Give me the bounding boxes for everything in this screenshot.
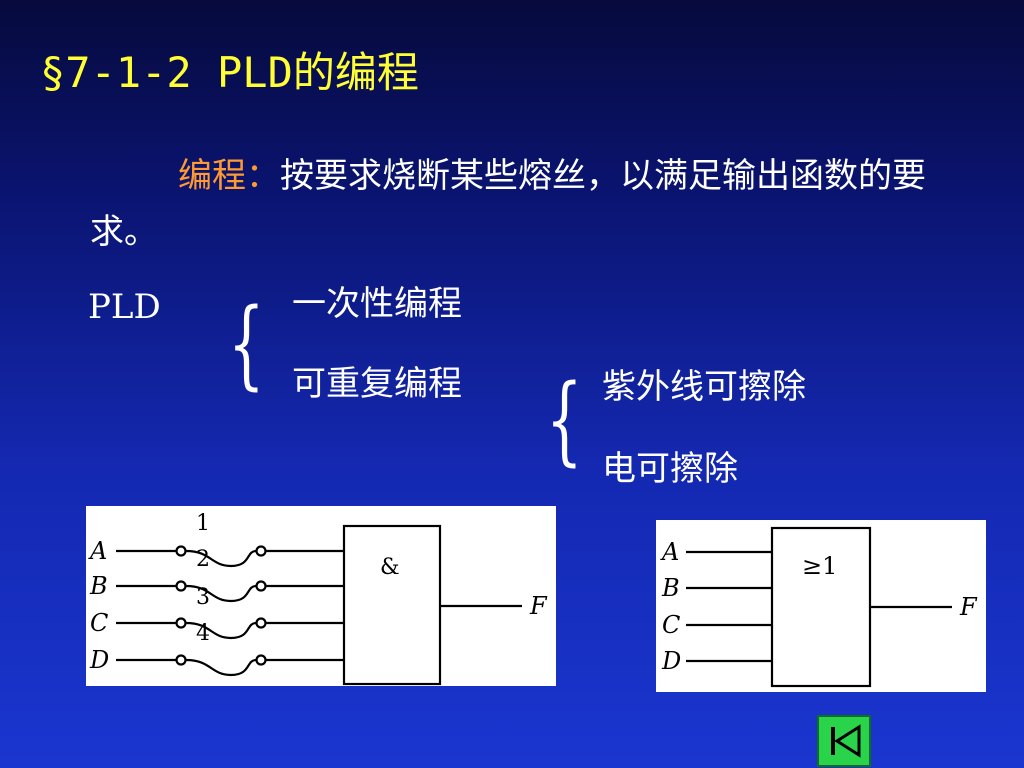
definition-text: 按要求烧断某些熔丝，以满足输出函数的要求。 <box>90 156 926 252</box>
fuse-d <box>185 658 257 677</box>
fuse-b <box>185 584 257 603</box>
terminal <box>175 545 187 557</box>
terminal <box>255 580 267 592</box>
terminal <box>175 580 187 592</box>
and-gate-box <box>342 524 442 686</box>
first-slide-button[interactable] <box>817 715 871 767</box>
terminal <box>255 654 267 666</box>
terminal <box>255 617 267 629</box>
slide-title: §7-1-2 PLD的编程 <box>40 48 419 97</box>
input-label-d: D <box>661 647 681 675</box>
one-time-programming: 一次性编程 <box>292 284 462 324</box>
gate-symbol-and: & <box>380 555 400 580</box>
output-label: F <box>529 592 548 620</box>
classification-root: PLD <box>88 287 161 327</box>
or-gate-diagram: A B C D F ≥1 <box>656 520 986 692</box>
terminal <box>255 545 267 557</box>
left-brace-2: { <box>546 364 583 476</box>
input-label-c: C <box>662 611 680 639</box>
electrically-erasable: 电可擦除 <box>602 449 738 489</box>
left-brace: { <box>228 288 265 400</box>
output-label: F <box>959 593 978 621</box>
or-gate-svg: A B C D F ≥1 <box>660 526 978 688</box>
terminal <box>175 617 187 629</box>
fuse-and-gate-diagram: A B C D F 1 2 3 4 & <box>86 506 556 686</box>
reprogrammable: 可重复编程 <box>292 364 462 404</box>
fuse-number-1: 1 <box>196 511 210 536</box>
terminal <box>175 654 187 666</box>
input-label-b: B <box>661 574 680 602</box>
input-label-d: D <box>89 646 109 674</box>
gate-symbol-or: ≥1 <box>802 552 837 580</box>
fuse-number-2: 2 <box>196 547 210 572</box>
definition-paragraph: 编程：按要求烧断某些熔丝，以满足输出函数的要求。 <box>90 148 970 260</box>
input-label-a: A <box>660 538 679 566</box>
first-slide-icon <box>831 724 861 758</box>
fuse-and-gate-svg: A B C D F 1 2 3 4 & <box>88 511 548 686</box>
input-label-c: C <box>90 609 108 637</box>
uv-erasable: 紫外线可擦除 <box>602 367 806 407</box>
input-label-a: A <box>88 537 107 565</box>
fuse-c <box>185 621 257 640</box>
fuse-number-4: 4 <box>196 621 210 646</box>
definition-term: 编程： <box>178 156 280 196</box>
fuse-number-3: 3 <box>196 585 210 610</box>
fuse-a <box>185 549 257 568</box>
input-label-b: B <box>89 572 108 600</box>
